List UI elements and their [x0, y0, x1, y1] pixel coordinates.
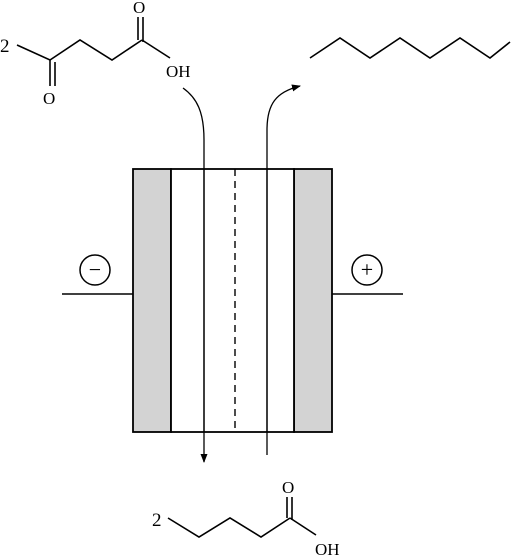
electrolysis-cell: − +	[62, 84, 403, 463]
pentanoic-hydroxyl-bond	[289, 517, 317, 536]
acid-hydroxyl-bond	[141, 39, 171, 59]
electrolyte-chamber	[170, 168, 295, 433]
pentanoic-carbonyl-oxygen-label: O	[282, 478, 294, 497]
cathode-plate	[132, 168, 172, 433]
product-pentanoic-acid: 2 O OH	[152, 478, 340, 559]
product-flow-arrow	[266, 84, 301, 455]
product-coefficient: 2	[152, 510, 162, 531]
reactant-levulinic-acid: 2 O O OH	[0, 0, 191, 108]
plus-sign: +	[361, 257, 373, 282]
acid-hydroxyl-label: OH	[166, 62, 191, 81]
positive-terminal-circle	[351, 254, 383, 286]
acid-carbonyl-oxygen-label: O	[133, 0, 145, 17]
ketone-oxygen-label: O	[43, 89, 55, 108]
positive-terminal: +	[351, 254, 383, 286]
anode-plate	[293, 168, 333, 433]
product-octane	[309, 37, 511, 59]
negative-terminal-circle	[79, 254, 111, 286]
reactant-flow-arrow	[182, 87, 208, 463]
octane-skeleton	[309, 37, 511, 59]
pentanoic-hydroxyl-label: OH	[315, 540, 340, 559]
pentanoic-skeleton	[167, 517, 291, 538]
negative-terminal: −	[79, 254, 111, 286]
reactant-coefficient: 2	[0, 36, 10, 57]
minus-sign: −	[89, 257, 101, 282]
reactant-skeleton	[16, 39, 143, 61]
